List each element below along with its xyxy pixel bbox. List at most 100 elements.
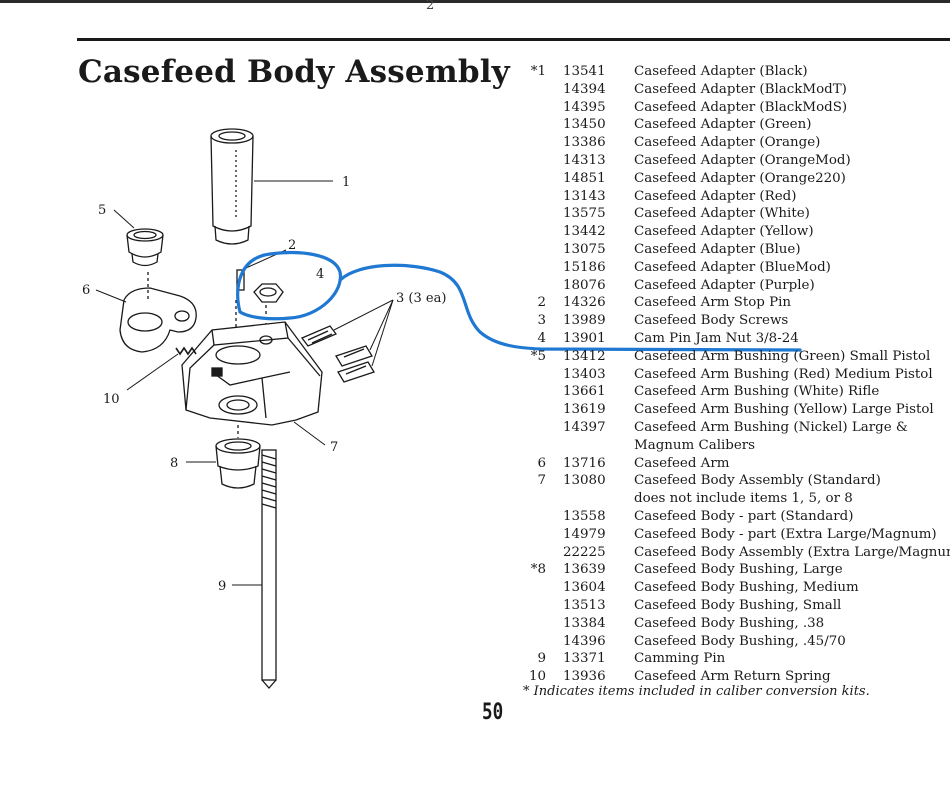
parts-part-number: 13541 bbox=[563, 64, 606, 79]
parts-description: Cam Pin Jam Nut 3/8-24 bbox=[634, 330, 799, 346]
parts-description: Casefeed Adapter (Yellow) bbox=[634, 224, 814, 240]
footnote: * Indicates items included in caliber co… bbox=[523, 684, 870, 699]
callout-9: 9 bbox=[218, 579, 226, 594]
parts-part-number: 13075 bbox=[563, 241, 606, 257]
callout-5: 5 bbox=[98, 203, 106, 218]
callout-6: 6 bbox=[82, 283, 90, 298]
parts-part-number: 13901 bbox=[563, 330, 606, 346]
callout-3: 3 (3 ea) bbox=[396, 291, 446, 306]
parts-description: Casefeed Body Assembly (Extra Large/Magn… bbox=[634, 544, 950, 560]
parts-description: Casefeed Arm Bushing (Nickel) Large & bbox=[634, 419, 908, 435]
parts-part-number: 13619 bbox=[563, 402, 606, 418]
parts-description: Camming Pin bbox=[634, 651, 726, 667]
parts-part-number: 13558 bbox=[563, 508, 606, 524]
parts-part-number: 13604 bbox=[563, 580, 606, 596]
callout-8: 8 bbox=[170, 456, 178, 471]
page-number: 50 bbox=[482, 700, 504, 725]
callout-1: 1 bbox=[342, 175, 350, 190]
callout-4: 4 bbox=[316, 267, 324, 282]
parts-description: Casefeed Adapter (White) bbox=[634, 206, 810, 222]
parts-item-number: 6 bbox=[537, 455, 546, 471]
parts-item-number: *5 bbox=[530, 348, 546, 364]
header-rule bbox=[77, 38, 950, 41]
parts-item-number: 3 bbox=[537, 313, 546, 329]
parts-part-number: 15186 bbox=[563, 259, 606, 275]
parts-description: Casefeed Body Bushing, .38 bbox=[634, 615, 825, 631]
parts-description: Casefeed Adapter (BlackModS) bbox=[634, 99, 848, 115]
parts-part-number: 14979 bbox=[563, 526, 606, 542]
parts-item-number: 7 bbox=[537, 473, 546, 489]
part-7-casefeed-body bbox=[181, 321, 323, 426]
parts-part-number: 13412 bbox=[563, 348, 606, 364]
parts-description: Casefeed Adapter (Black) bbox=[634, 64, 808, 79]
parts-item-number: 9 bbox=[537, 651, 546, 667]
parts-part-number: 14396 bbox=[563, 633, 606, 649]
parts-description: Casefeed Adapter (Green) bbox=[634, 117, 812, 133]
parts-description: Casefeed Adapter (Purple) bbox=[634, 277, 815, 293]
blue-highlight-annotation bbox=[236, 251, 802, 352]
callout-leader-lines bbox=[95, 180, 394, 586]
parts-part-number: 13080 bbox=[563, 473, 606, 489]
parts-part-number: 13442 bbox=[563, 224, 606, 240]
parts-part-number: 13143 bbox=[563, 188, 606, 204]
parts-part-number: 13386 bbox=[563, 135, 606, 151]
parts-part-number: 13716 bbox=[563, 455, 606, 471]
part-1-casefeed-adapter bbox=[210, 128, 254, 245]
parts-description: Casefeed Arm bbox=[634, 455, 730, 471]
parts-description: Casefeed Body Assembly (Standard) bbox=[634, 473, 881, 489]
parts-part-number: 13639 bbox=[563, 562, 606, 578]
parts-part-number: 13989 bbox=[563, 313, 606, 329]
parts-description: Casefeed Arm Bushing (Red) Medium Pistol bbox=[634, 366, 933, 382]
parts-description: Magnum Calibers bbox=[634, 437, 756, 453]
parts-part-number: 14851 bbox=[563, 170, 606, 186]
parts-description: Casefeed Adapter (Red) bbox=[634, 188, 797, 204]
parts-description: Casefeed Adapter (Blue) bbox=[634, 241, 801, 257]
parts-description: Casefeed Adapter (Orange) bbox=[634, 135, 821, 151]
callout-7: 7 bbox=[330, 440, 338, 455]
parts-description: Casefeed Arm Bushing (Yellow) Large Pist… bbox=[634, 402, 934, 418]
parts-description: Casefeed Adapter (Orange220) bbox=[634, 170, 846, 186]
parts-part-number: 13513 bbox=[563, 597, 606, 613]
parts-item-number: *1 bbox=[530, 64, 546, 79]
parts-item-number: *8 bbox=[530, 562, 546, 578]
page-title: Casefeed Body Assembly bbox=[78, 54, 510, 90]
parts-description: Casefeed Arm Return Spring bbox=[634, 669, 831, 685]
parts-description: does not include items 1, 5, or 8 bbox=[634, 491, 853, 507]
parts-description: Casefeed Body Screws bbox=[634, 313, 789, 329]
parts-description: Casefeed Body - part (Standard) bbox=[634, 508, 854, 524]
parts-description: Casefeed Adapter (BlueMod) bbox=[634, 259, 831, 275]
callout-2: 2 bbox=[288, 238, 296, 253]
parts-part-number: 13936 bbox=[563, 669, 606, 685]
parts-part-number: 13384 bbox=[563, 615, 606, 631]
parts-description: Casefeed Adapter (BlackModT) bbox=[634, 81, 847, 97]
parts-description: Casefeed Body Bushing, Large bbox=[634, 562, 843, 578]
top-border-line bbox=[0, 0, 950, 3]
parts-description: Casefeed Arm Bushing (White) Rifle bbox=[634, 384, 880, 400]
parts-part-number: 18076 bbox=[563, 277, 606, 293]
parts-description: Casefeed Arm Stop Pin bbox=[634, 295, 792, 311]
parts-part-number: 14395 bbox=[563, 99, 606, 115]
parts-item-number: 2 bbox=[537, 295, 546, 311]
parts-part-number: 13575 bbox=[563, 206, 606, 222]
parts-part-number: 22225 bbox=[563, 544, 606, 560]
part-6-casefeed-arm bbox=[119, 272, 197, 353]
part-3-body-screws bbox=[300, 325, 375, 383]
parts-part-number: 13450 bbox=[563, 117, 606, 133]
callout-10: 10 bbox=[103, 392, 120, 407]
part-10-return-spring bbox=[175, 346, 197, 356]
top-page-fragment: 2 bbox=[426, 0, 435, 13]
parts-part-number: 13403 bbox=[563, 366, 606, 382]
part-9-camming-pin bbox=[261, 449, 277, 689]
parts-item-number: 4 bbox=[537, 330, 546, 346]
parts-item-number: 10 bbox=[528, 669, 546, 685]
parts-description: Casefeed Body Bushing, .45/70 bbox=[634, 633, 846, 649]
parts-part-number: 14394 bbox=[563, 81, 606, 97]
parts-part-number: 14397 bbox=[563, 419, 606, 435]
parts-part-number: 14326 bbox=[563, 295, 606, 311]
parts-description: Casefeed Adapter (OrangeMod) bbox=[634, 152, 851, 168]
parts-description: Casefeed Body Bushing, Medium bbox=[634, 580, 859, 596]
parts-part-number: 13371 bbox=[563, 651, 606, 667]
parts-description: Casefeed Arm Bushing (Green) Small Pisto… bbox=[634, 348, 931, 364]
parts-part-number: 14313 bbox=[563, 152, 606, 168]
